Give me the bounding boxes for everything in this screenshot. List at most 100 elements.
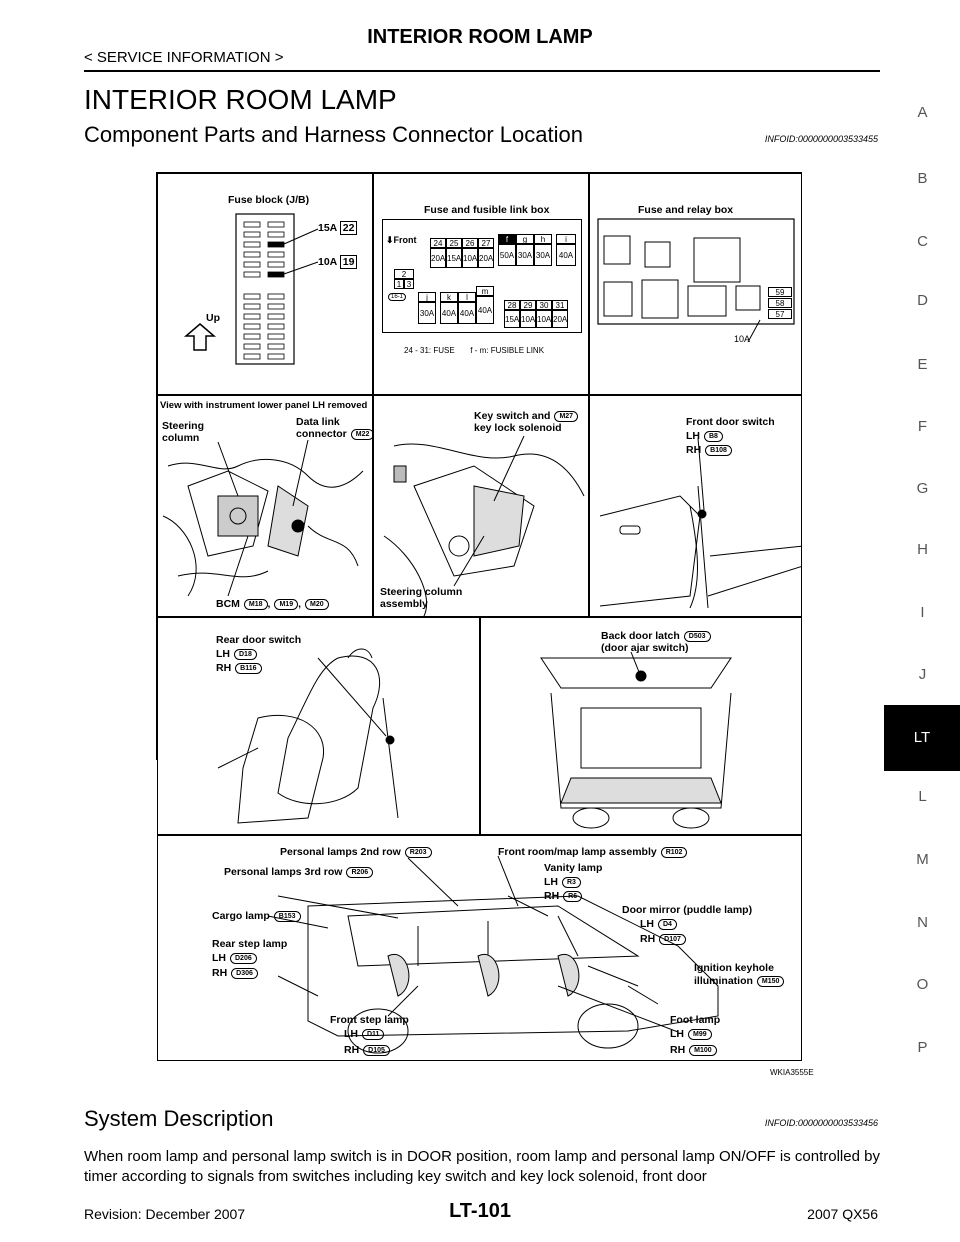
rear-step-lamp-label: Rear step lamp <box>212 938 288 950</box>
door-ajar-switch-label: (door ajar switch) <box>601 642 689 654</box>
data-link-label: Data link <box>296 416 340 428</box>
side-index-c[interactable]: C <box>917 233 928 250</box>
vehicle-sketch <box>267 855 719 1054</box>
link-i-letter: i <box>556 234 576 244</box>
info-id-system: INFOID:0000000003533456 <box>764 1118 878 1128</box>
page-header-title: INTERIOR ROOM LAMP <box>367 26 593 48</box>
instrument-panel-sketch <box>162 439 364 597</box>
side-index-j[interactable]: J <box>918 666 927 683</box>
back-door-sketch <box>540 651 732 829</box>
ignition-keyhole-label: Ignition keyhole <box>694 962 774 974</box>
link-k-letter: k <box>440 292 458 302</box>
side-index-i[interactable]: I <box>920 604 925 621</box>
link-box-title: Fuse and fusible link box <box>424 204 550 216</box>
column-label: column <box>162 432 200 444</box>
link-g-amp: 30A <box>516 244 534 266</box>
rear-door-sketch <box>217 648 399 824</box>
relay-fuse-58: 58 <box>768 298 792 308</box>
side-index-m[interactable]: M <box>916 851 929 868</box>
side-index-n[interactable]: N <box>917 914 928 931</box>
fuse-25-amp: 15A <box>446 248 462 268</box>
system-description-text: When room lamp and personal lamp switch … <box>84 1148 880 1185</box>
front-step-lamp-label: Front step lamp <box>330 1014 409 1026</box>
link-l-amp: 40A <box>458 302 476 324</box>
side-index-p[interactable]: P <box>917 1039 928 1056</box>
figure-id: WKIA3555E <box>770 1068 814 1077</box>
fuse-28-amp: 15A <box>504 310 520 328</box>
relay-box-drawing <box>597 218 795 343</box>
foot-lamp-label: Foot lamp <box>670 1014 721 1026</box>
fuse-30-num: 30 <box>536 300 552 310</box>
fuse-31-amp: 20A <box>552 310 568 328</box>
side-index: A B C D E F G H I J LT L M N O P <box>884 0 960 1242</box>
front-door-switch-title: Front door switch <box>686 416 775 428</box>
fuse-10a-label: 10A 19 <box>318 255 358 269</box>
key-lock-solenoid-label: key lock solenoid <box>474 422 562 434</box>
footer-page-number: LT-101 <box>449 1200 511 1222</box>
fuse-29-amp: 10A <box>520 310 536 328</box>
fuse-31-num: 31 <box>552 300 568 310</box>
fuse-block-panel: Fuse block (J/B) 15A 22 <box>157 173 373 395</box>
page-header-subtitle: < SERVICE INFORMATION > <box>84 49 284 66</box>
fuse-24-num: 24 <box>430 238 446 248</box>
link-f-amp: 50A <box>498 244 516 266</box>
side-index-a[interactable]: A <box>917 104 928 121</box>
link-m-letter: m <box>476 286 494 296</box>
subsection-title-system: System Description <box>84 1106 274 1131</box>
side-index-f[interactable]: F <box>917 418 928 435</box>
side-index-e[interactable]: E <box>917 356 928 373</box>
door-mirror-lamp-label: Door mirror (puddle lamp) <box>622 904 753 916</box>
fuse-28-num: 28 <box>504 300 520 310</box>
link-j-letter: j <box>418 292 436 302</box>
fuse-26-num: 26 <box>462 238 478 248</box>
instrument-panel-view: View with instrument lower panel LH remo… <box>157 395 373 617</box>
front-door-sketch <box>599 437 801 609</box>
fuse-24-amp: 20A <box>430 248 446 268</box>
relay-fuse-amp: 10A <box>734 334 751 344</box>
link-l-letter: l <box>458 292 476 302</box>
steering-label: Steering <box>162 420 205 432</box>
section-title: INTERIOR ROOM LAMP <box>84 84 397 115</box>
relay-box-title: Fuse and relay box <box>638 204 734 216</box>
link-g-letter: g <box>516 234 534 244</box>
fuse-block-title: Fuse block (J/B) <box>228 194 310 206</box>
side-index-b[interactable]: B <box>917 170 928 187</box>
fusible-link-box-panel: Fuse and fusible link box ⬇Front 24 25 2… <box>373 173 589 395</box>
link-m-amp: 40A <box>476 296 494 324</box>
side-index-d[interactable]: D <box>917 292 928 309</box>
fuse-26-amp: 10A <box>462 248 478 268</box>
small-fuse-1: 1 <box>394 279 404 289</box>
relay-fuse-57: 57 <box>768 309 792 319</box>
fuse-27-amp: 20A <box>478 248 494 268</box>
side-index-l[interactable]: L <box>918 788 927 805</box>
side-index-g[interactable]: G <box>916 480 929 497</box>
link-j-amp: 30A <box>418 302 436 324</box>
side-index-h[interactable]: H <box>917 541 928 558</box>
fuse-27-num: 27 <box>478 238 494 248</box>
link-box-legend: 24 - 31: FUSE f - m: FUSIBLE LINK <box>404 346 545 355</box>
fuse-15a-label: 15A 22 <box>318 221 358 235</box>
footer-model: 2007 QX56 <box>807 1206 878 1222</box>
link-box-tag: 16-1 <box>388 293 407 301</box>
side-index-o[interactable]: O <box>916 976 929 993</box>
side-index-lt-selected[interactable]: LT <box>884 705 960 771</box>
assembly-label: assembly <box>380 598 428 610</box>
fuse-25-num: 25 <box>446 238 462 248</box>
